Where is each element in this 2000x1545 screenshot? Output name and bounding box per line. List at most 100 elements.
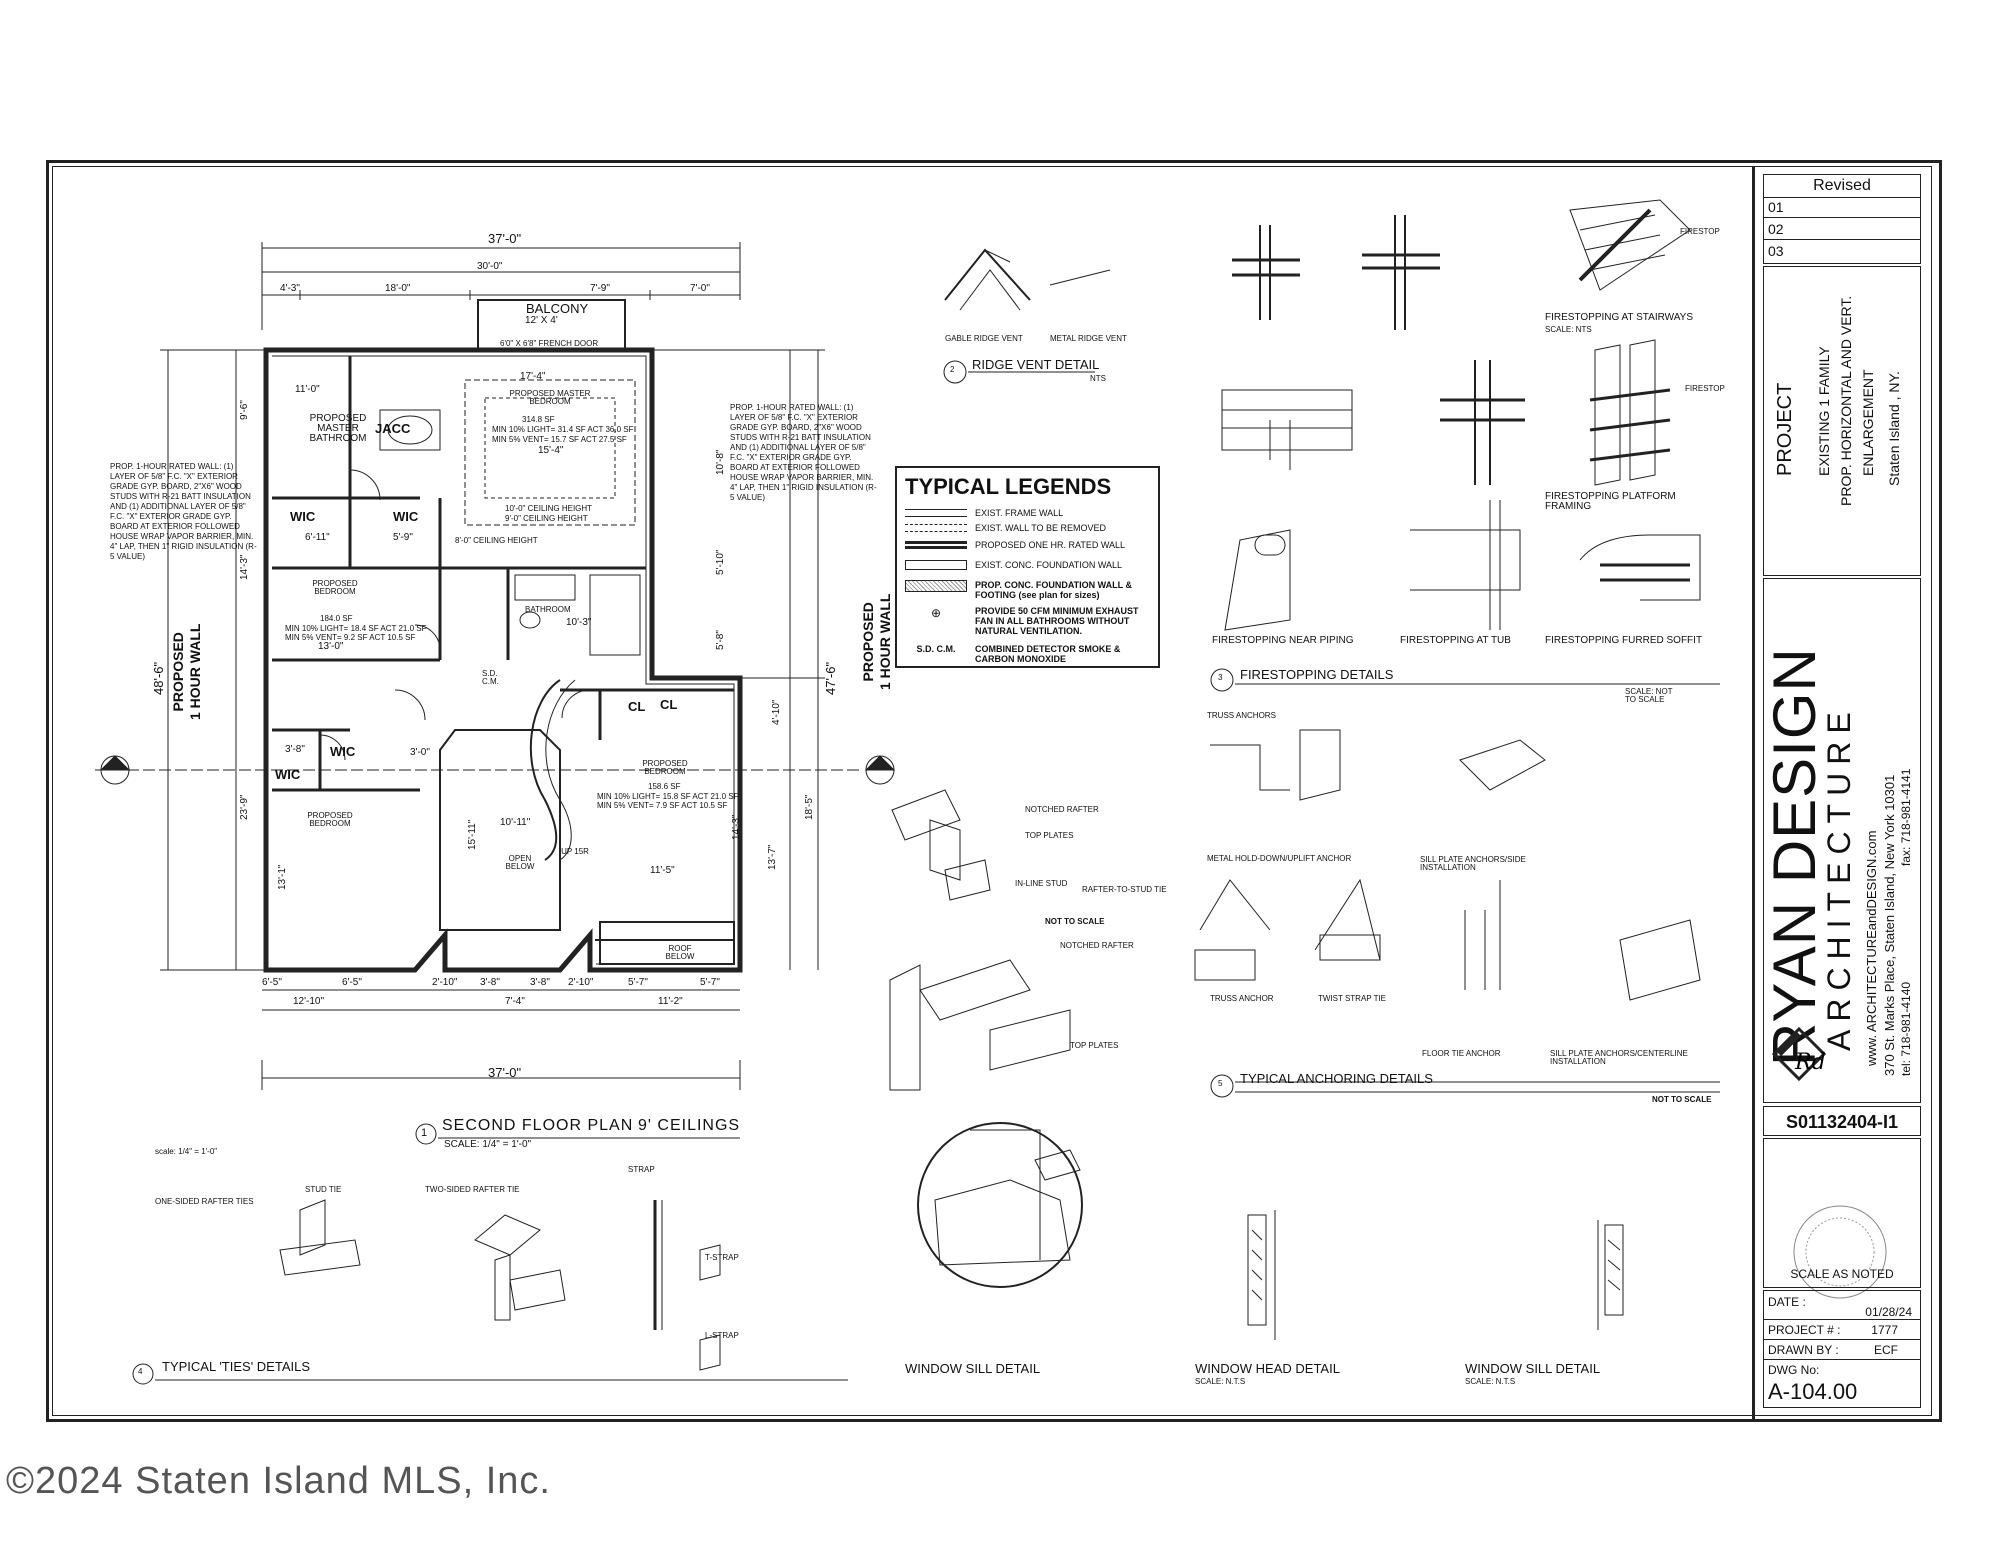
balcony-label: BALCONY: [526, 301, 589, 316]
plan-detail-number: 1: [421, 1127, 428, 1139]
ridge-vent-title: RIDGE VENT DETAIL: [972, 357, 1100, 372]
dim-15-11: 15'-11": [467, 819, 478, 850]
firestop-stair-title: FIRESTOPPING AT STAIRWAYS: [1545, 312, 1693, 323]
french-door-label: 6'0" X 6'8" FRENCH DOOR: [500, 339, 599, 348]
master-ceiling-9: 9'-0" CEILING HEIGHT: [505, 514, 588, 523]
dim-5-8: 5'-8": [715, 630, 726, 650]
dim-b-6-5b: 6'-5": [342, 977, 362, 988]
project-label: PROJECT: [1774, 382, 1796, 476]
ties-details-title: TYPICAL 'TIES' DETAILS: [162, 1359, 311, 1374]
dim-6-11: 6'-11": [305, 532, 330, 543]
strap-label: STRAP: [628, 1165, 655, 1174]
project-line-4: Staten Island , NY.: [1886, 371, 1902, 486]
dim-b-11-2: 11'-2": [658, 996, 683, 1007]
firestop-soffit-title: FIRESTOPPING FURRED SOFFIT: [1545, 635, 1703, 646]
ridge-nts: NTS: [1090, 374, 1106, 383]
dim-4-10: 4'-10": [771, 699, 782, 725]
dim-5-10: 5'-10": [715, 549, 726, 575]
firestop-label-2: FIRESTOP: [1685, 384, 1725, 393]
date-label: DATE :: [1768, 1295, 1806, 1309]
window-head-title: WINDOW HEAD DETAIL: [1195, 1361, 1340, 1376]
firm-name: RYAN DESIGN: [1761, 647, 1828, 1066]
seal-box: SCALE AS NOTED: [1763, 1138, 1921, 1288]
legend-row-exist-conc: EXIST. CONC. FOUNDATION WALL: [905, 560, 1122, 570]
anchor-detail-number: 5: [1218, 1079, 1223, 1088]
legend-title: TYPICAL LEGENDS: [905, 474, 1112, 499]
roof-below-label: ROOF BELOW: [665, 944, 695, 961]
firestop-detail-number: 3: [1218, 673, 1223, 682]
hour-wall-note-left: PROP. 1-HOUR RATED WALL: (1) LAYER OF 5/…: [110, 462, 257, 561]
dim-23-9: 23'-9": [239, 794, 250, 820]
dim-10-8: 10'-8": [715, 449, 726, 475]
dim-7-9: 7'-9": [590, 283, 610, 294]
revision-table: Revised 01 02 03: [1763, 174, 1921, 264]
plan-title: SECOND FLOOR PLAN: [442, 1117, 634, 1134]
firm-website: www. ARCHITECTUREandDESIGN.com: [1864, 830, 1879, 1067]
dim-13-1: 13'-1": [277, 864, 288, 890]
firestop-label-1: FIRESTOP: [1680, 227, 1720, 236]
dim-13-7: 13'-7": [767, 844, 778, 870]
project-line-2: PROP. HORIZONTAL AND VERT.: [1838, 295, 1854, 506]
hour-wall-note-right: PROP. 1-HOUR RATED WALL: (1) LAYER OF 5/…: [730, 403, 877, 502]
ties-detail-number: 4: [138, 1367, 143, 1376]
info-table: DATE : 01/28/24 PROJECT # : 1777 DRAWN B…: [1763, 1290, 1921, 1408]
t-strap-label: T-STRAP: [705, 1253, 739, 1262]
closet-label-2: CL: [628, 699, 646, 714]
dim-3-0: 3'-0": [410, 747, 430, 758]
legend-row-exist-frame: EXIST. FRAME WALL: [905, 508, 1063, 518]
master-light: MIN 10% LIGHT= 31.4 SF ACT 36.0 SF: [492, 425, 634, 434]
legend-row-exhaust: ⊕PROVIDE 50 CFM MINIMUM EXHAUST FAN IN A…: [930, 606, 1139, 636]
anchoring-not-to-scale: NOT TO SCALE: [1652, 1095, 1712, 1104]
revision-03: 03: [1768, 243, 1784, 259]
drawn-by: ECF: [1874, 1343, 1898, 1357]
right-hour-wall-label: PROPOSED 1 HOUR WALL: [860, 593, 893, 690]
dim-b-7-4: 7'-4": [505, 996, 525, 1007]
firm-tel: tel: 718-981-4140: [1899, 981, 1913, 1076]
dim-overall-bottom: 37'-0": [488, 1065, 522, 1080]
firestop-platform-title: FIRESTOPPING PLATFORM FRAMING: [1545, 491, 1676, 512]
bedroom-2-vent: MIN 5% VENT= 7.9 SF ACT 10.5 SF: [597, 801, 728, 810]
plan-ceilings: 9' CEILINGS: [638, 1117, 741, 1134]
two-sided-rafter-label: TWO-SIDED RAFTER TIE: [425, 1185, 520, 1194]
drawing-inner-border: [52, 166, 1932, 1416]
bedroom-2-light: MIN 10% LIGHT= 15.8 SF ACT 21.0 SF: [597, 792, 739, 801]
dim-b-3-8: 3'-8": [480, 977, 500, 988]
dim-14-3b: 14'-3": [731, 814, 742, 840]
legend-row-detector: S.D. C.M.COMBINED DETECTOR SMOKE & CARBO…: [916, 644, 1121, 664]
l-strap-label: L-STRAP: [705, 1331, 739, 1340]
metal-ridge-vent: METAL RIDGE VENT: [1050, 334, 1127, 343]
left-hour-wall-label: PROPOSED 1 HOUR WALL: [170, 623, 203, 720]
dwg-number-label: DWG No:: [1768, 1363, 1820, 1377]
project-box: [1763, 266, 1921, 576]
dim-10-11: 10'-11": [500, 817, 531, 828]
dim-b-5-7b: 5'-7": [700, 977, 720, 988]
title-block: Revised 01 02 03 PROJECT EXISTING 1 FAMI…: [1752, 166, 1924, 1420]
window-sill-title: WINDOW SILL DETAIL: [905, 1361, 1041, 1376]
dim-b-3-8b: 3'-8": [530, 977, 550, 988]
truss-anchor-label: TRUSS ANCHOR: [1210, 994, 1274, 1003]
dim-b-2-10: 2'-10": [432, 977, 458, 988]
rafter-stud-tie-label: RAFTER-TO-STUD TIE: [1082, 885, 1167, 894]
window-head-scale: SCALE: N.T.S: [1195, 1377, 1246, 1386]
open-below-label: OPEN BELOW: [505, 854, 535, 871]
master-vent: MIN 5% VENT= 15.7 SF ACT 27.5 SF: [492, 435, 627, 444]
bathroom-label: BATHROOM: [525, 605, 571, 614]
metal-holddown-label: METAL HOLD-DOWN/UPLIFT ANCHOR: [1207, 854, 1352, 863]
bedroom-2-label: PROPOSED BEDROOM: [642, 759, 688, 776]
project-line-1: EXISTING 1 FAMILY: [1816, 346, 1832, 476]
firm-box: [1763, 578, 1921, 1103]
top-plates-label-2: TOP PLATES: [1070, 1041, 1119, 1050]
revised-header: Revised: [1764, 175, 1920, 198]
typical-legends-box: TYPICAL LEGENDS EXIST. FRAME WALL EXIST.…: [895, 466, 1160, 668]
closet-label: CL: [660, 697, 678, 712]
jacuzzi-label: JACC: [375, 421, 411, 436]
project-number: 1777: [1871, 1323, 1898, 1337]
balcony-size: 12' X 4': [525, 315, 558, 326]
dim-30-top: 30'-0": [477, 261, 503, 272]
dim-b-5-7: 5'-7": [628, 977, 648, 988]
date-value: 01/28/24: [1865, 1305, 1912, 1319]
project-line-3: ENLARGEMENT: [1860, 369, 1876, 476]
dim-13-0: 13'-0": [318, 641, 344, 652]
gable-ridge-vent: GABLE RIDGE VENT: [945, 334, 1023, 343]
stair-up-label: UP 15R: [561, 847, 589, 856]
